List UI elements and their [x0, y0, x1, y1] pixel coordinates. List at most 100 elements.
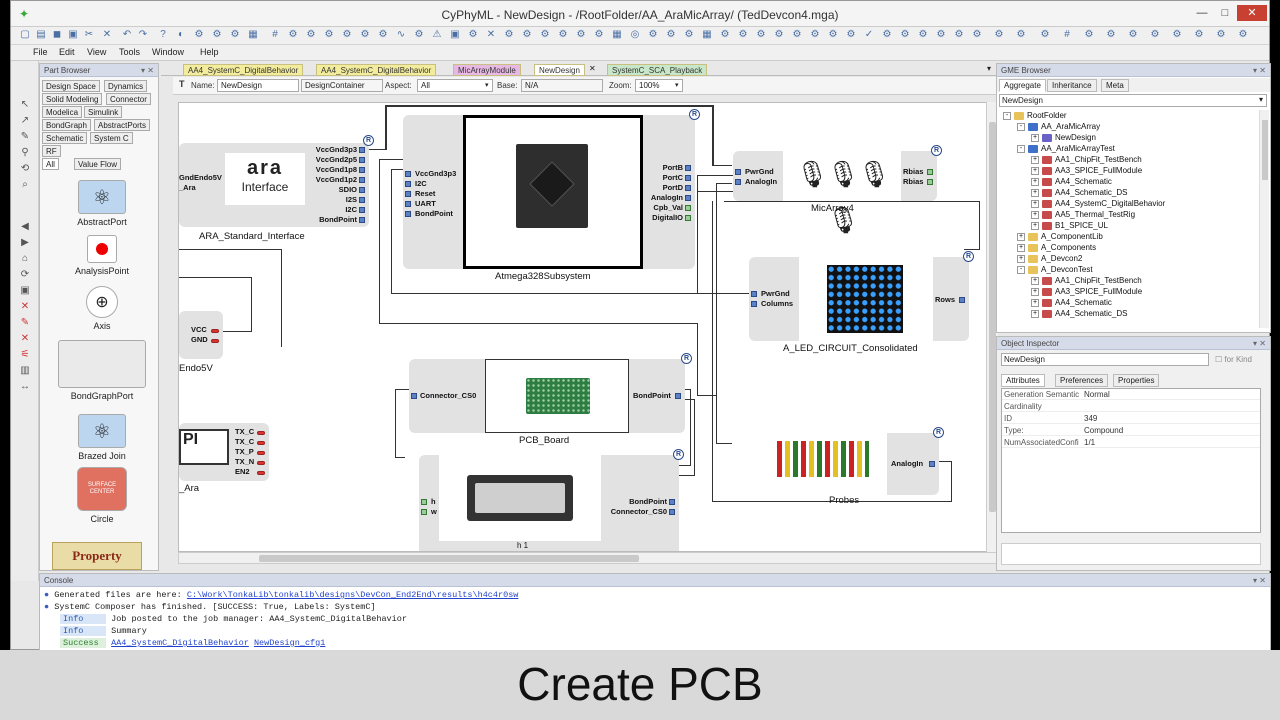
tool-icon[interactable]: ⚙ — [306, 29, 316, 40]
tool-icon[interactable]: ⚲ — [21, 147, 29, 158]
tool-icon[interactable]: ▦ — [248, 29, 258, 40]
port-marker-icon[interactable] — [421, 507, 427, 516]
print-icon[interactable]: ▣ — [68, 29, 78, 40]
redo-icon[interactable]: ↷ — [138, 29, 148, 40]
port-marker-icon[interactable] — [959, 295, 965, 304]
tool-icon[interactable]: ✎ — [20, 317, 30, 328]
canvas-horizontal-scrollbar[interactable] — [178, 552, 998, 564]
tool-icon[interactable]: ⚙ — [288, 29, 298, 40]
tool-icon[interactable]: ⚠ — [432, 29, 442, 40]
menu-edit[interactable]: Edit — [59, 47, 75, 57]
close-icon[interactable]: ✕ — [102, 29, 112, 40]
tool-icon[interactable]: ⚙ — [342, 29, 352, 40]
tab-inheritance[interactable]: Inheritance — [1047, 79, 1097, 92]
tree-item[interactable]: +AA5_Thermal_TestRig — [1031, 210, 1136, 219]
port-marker-icon[interactable] — [359, 185, 365, 194]
tree-item[interactable]: -A_DevconTest — [1017, 264, 1093, 275]
tool-icon[interactable]: ⚙ — [540, 29, 550, 40]
tool-icon[interactable]: ▣ — [450, 29, 460, 40]
port-marker-icon[interactable] — [735, 167, 741, 176]
save-icon[interactable]: ◼ — [52, 29, 62, 40]
port-marker-icon[interactable] — [257, 448, 265, 457]
tab-meta[interactable]: Meta — [1101, 79, 1129, 92]
tab-dynamics[interactable]: Dynamics — [104, 80, 148, 92]
tool-icon[interactable]: ◎ — [630, 29, 640, 40]
port-marker-icon[interactable] — [257, 458, 265, 467]
tool-icon[interactable]: ⚙ — [882, 29, 892, 40]
tool-icon[interactable]: ⚙ — [756, 29, 766, 40]
ara-block[interactable]: PI TX_C TX_C TX_P TX_N EN2 — [179, 423, 269, 481]
chevron-down-icon[interactable]: ▾ — [485, 82, 489, 89]
tool-icon[interactable]: ⚙ — [936, 29, 946, 40]
tab-aa4-systemc-1[interactable]: AA4_SystemC_DigitalBehavior — [183, 64, 304, 76]
grid-icon[interactable]: # — [272, 29, 278, 40]
tab-bondgraph[interactable]: BondGraph — [42, 119, 91, 131]
tool-icon[interactable]: ⚙ — [360, 29, 370, 40]
tree-item[interactable]: +AA1_ChipFit_TestBench — [1031, 155, 1142, 164]
tool-icon[interactable]: ⚙ — [1040, 29, 1050, 40]
zoom-icon[interactable]: ⌕ — [22, 179, 28, 190]
micarray4-block[interactable]: 🎙🎙🎙🎙 PwrGnd AnalogIn Rbias Rbias — [733, 151, 937, 235]
tool-icon[interactable]: ◐ — [177, 29, 185, 40]
object-name-field[interactable]: NewDesign — [1001, 353, 1209, 366]
menu-view[interactable]: View — [87, 47, 107, 57]
tool-icon[interactable]: ⟳ — [20, 269, 30, 280]
tool-icon[interactable]: ⚙ — [468, 29, 478, 40]
port-marker-icon[interactable] — [405, 169, 411, 178]
close-tab-icon[interactable]: ✕ — [589, 64, 596, 73]
aspect-select[interactable]: All — [417, 79, 493, 92]
port-marker-icon[interactable] — [359, 165, 365, 174]
panel-controls-icon[interactable]: ▾ ✕ — [1253, 339, 1266, 348]
tool-icon[interactable]: ⚙ — [1172, 29, 1182, 40]
name-field[interactable]: NewDesign — [217, 79, 299, 92]
port-marker-icon[interactable] — [685, 213, 691, 222]
canvas-vertical-scrollbar[interactable] — [986, 102, 998, 552]
tool-icon[interactable]: ⚙ — [576, 29, 586, 40]
probes-block[interactable]: AnalogIn — [755, 433, 939, 495]
tool-icon[interactable]: ⚙ — [1150, 29, 1160, 40]
tab-modelica[interactable]: Modelica — [42, 106, 83, 118]
tool-icon[interactable]: ⚙ — [324, 29, 334, 40]
tab-systemc-sca-playback[interactable]: SystemC_SCA_Playback — [607, 64, 708, 76]
tool-icon[interactable]: ⚙ — [1128, 29, 1138, 40]
tool-icon[interactable]: ⚙ — [230, 29, 240, 40]
port-marker-icon[interactable] — [685, 163, 691, 172]
port-marker-icon[interactable] — [211, 336, 219, 345]
tree-scrollbar[interactable] — [1259, 110, 1269, 328]
tool-icon[interactable]: ⚟ — [20, 349, 30, 360]
port-marker-icon[interactable] — [685, 193, 691, 202]
tab-simulink[interactable]: Simulink — [84, 106, 123, 118]
tree-item[interactable]: -RootFolder — [1003, 110, 1067, 121]
tree-item[interactable]: +AA4_SystemC_DigitalBehavior — [1031, 199, 1166, 208]
tool-icon[interactable]: ▥ — [20, 365, 30, 376]
tool-icon[interactable]: ⚙ — [1194, 29, 1204, 40]
delete-icon[interactable]: ✕ — [20, 301, 30, 312]
tab-newdesign[interactable]: NewDesign — [534, 64, 585, 76]
tool-icon[interactable]: ▢ — [20, 29, 30, 40]
menu-help[interactable]: Help — [200, 47, 219, 57]
port-marker-icon[interactable] — [927, 177, 933, 186]
tree-item[interactable]: +A_Devcon2 — [1017, 254, 1083, 263]
tab-system-c[interactable]: System C — [90, 132, 133, 144]
tool-icon[interactable]: ↔ — [20, 381, 30, 392]
tool-icon[interactable]: ⚙ — [648, 29, 658, 40]
tool-icon[interactable]: ⚙ — [846, 29, 856, 40]
atmega328-block[interactable]: VccGnd3p3 I2C Reset UART BondPoint PortB… — [403, 115, 695, 269]
part-abstractport[interactable]: ⚛ AbstractPort — [52, 180, 152, 227]
tool-icon[interactable]: ⚙ — [522, 29, 532, 40]
part-axis[interactable]: ⊕ Axis — [52, 286, 152, 331]
port-marker-icon[interactable] — [929, 459, 935, 468]
tab-properties[interactable]: Properties — [1113, 374, 1160, 387]
tool-icon[interactable]: ▶ — [21, 237, 29, 248]
tree-item[interactable]: +NewDesign — [1031, 133, 1096, 142]
connect-icon[interactable]: ↗ — [20, 115, 30, 126]
testbench-link[interactable]: AA4_SystemC_DigitalBehavior — [111, 638, 249, 648]
ara-standard-interface-block[interactable]: ara Interface GndEndo5V _Ara VccGnd3p3 V… — [179, 143, 369, 227]
open-icon[interactable]: ▤ — [36, 29, 46, 40]
tool-icon[interactable]: ⚙ — [774, 29, 784, 40]
delete-icon[interactable]: ✕ — [486, 29, 496, 40]
tool-icon[interactable]: ⚙ — [994, 29, 1004, 40]
port-marker-icon[interactable] — [359, 155, 365, 164]
